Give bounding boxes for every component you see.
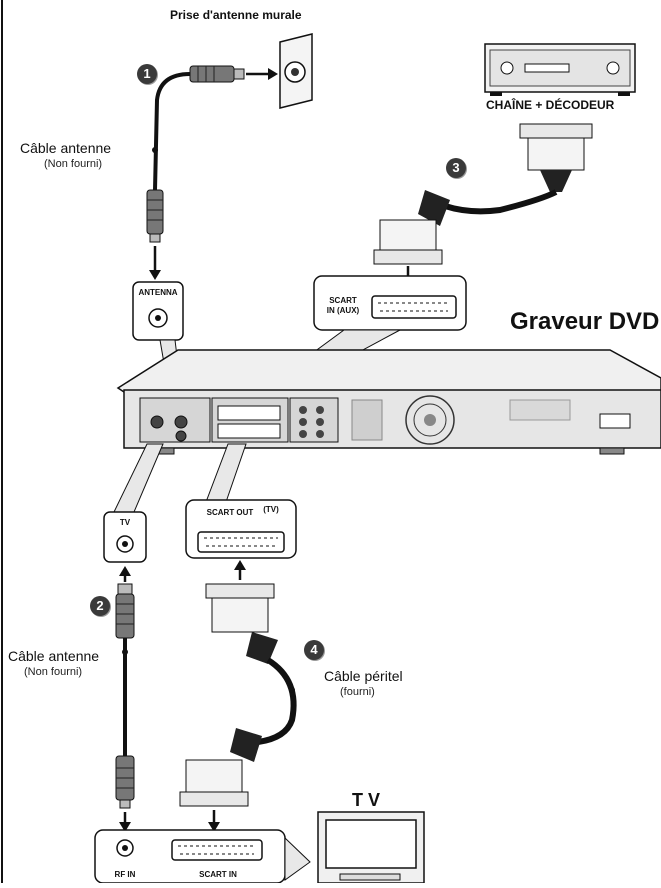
- scart-plug-4-bottom-icon: [179, 728, 262, 807]
- antenna-cable-2-note: (Non fourni): [24, 666, 83, 678]
- step-4-badge: 4: [304, 640, 324, 660]
- antenna-cable-1-label: Câble antenne: [20, 140, 112, 156]
- antenna-port-label: ANTENNA: [138, 288, 178, 297]
- tv-icon: [317, 811, 425, 884]
- recorder-label: Graveur DVD: [510, 308, 660, 335]
- tv-inputs-callout: [94, 829, 311, 884]
- scart-plug-3-icon: [373, 190, 450, 265]
- antenna-plug-top-icon: [189, 65, 245, 83]
- scart-cable-note: (fourni): [340, 686, 375, 698]
- decoder-label: CHAÎNE + DÉCODEUR: [486, 98, 615, 112]
- scart-in-label: SCART IN: [199, 870, 237, 879]
- dvd-recorder-icon: [116, 349, 661, 455]
- antenna-cable-2-label: Câble antenne: [8, 648, 100, 664]
- step-1-badge: 1: [137, 64, 157, 84]
- antenna-plug-2-top-icon: [115, 583, 135, 639]
- wall-socket-label: Prise d'antenne murale: [170, 8, 302, 22]
- step-2-badge: 2: [90, 596, 110, 616]
- step-3-badge: 3: [446, 158, 466, 178]
- scart-in-aux-label-2: IN (AUX): [326, 306, 360, 315]
- scart-plug-4-top-icon: [205, 583, 278, 664]
- scart-out-callout: [185, 443, 297, 559]
- scart-plug-decoder-icon: [519, 123, 593, 192]
- scart-out-tv-label: (TV): [263, 505, 279, 514]
- tv-label: T V: [352, 790, 381, 810]
- scart-in-aux-label-1: SCART: [329, 296, 357, 305]
- wall-socket-icon: [279, 33, 313, 109]
- antenna-plug-1-icon: [146, 189, 164, 243]
- scart-cable-label: Câble péritel: [324, 668, 403, 684]
- scart-out-label: SCART OUT: [206, 508, 254, 517]
- tv-port-callout: [103, 443, 164, 563]
- tv-port-label: TV: [119, 518, 131, 527]
- antenna-plug-2-bottom-icon: [115, 755, 135, 809]
- antenna-cable-1-note: (Non fourni): [44, 158, 103, 170]
- rf-in-label: RF IN: [114, 870, 136, 879]
- decoder-icon: [484, 43, 636, 96]
